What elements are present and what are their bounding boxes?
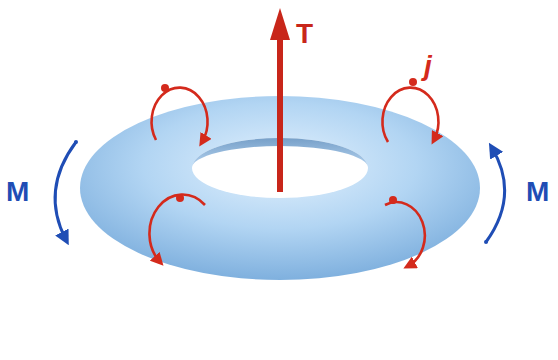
loop-dots xyxy=(161,78,417,204)
toroidal-moment-arrow xyxy=(277,34,283,192)
vector-label: M xyxy=(526,178,549,206)
current-loops xyxy=(149,88,438,266)
current-label: j xyxy=(424,52,432,80)
arrow-head xyxy=(270,8,290,40)
vector-label: M xyxy=(6,178,29,206)
magnetic-arrow xyxy=(486,148,505,242)
magnetic-arrow xyxy=(55,142,76,240)
vector-label: T xyxy=(296,20,313,48)
